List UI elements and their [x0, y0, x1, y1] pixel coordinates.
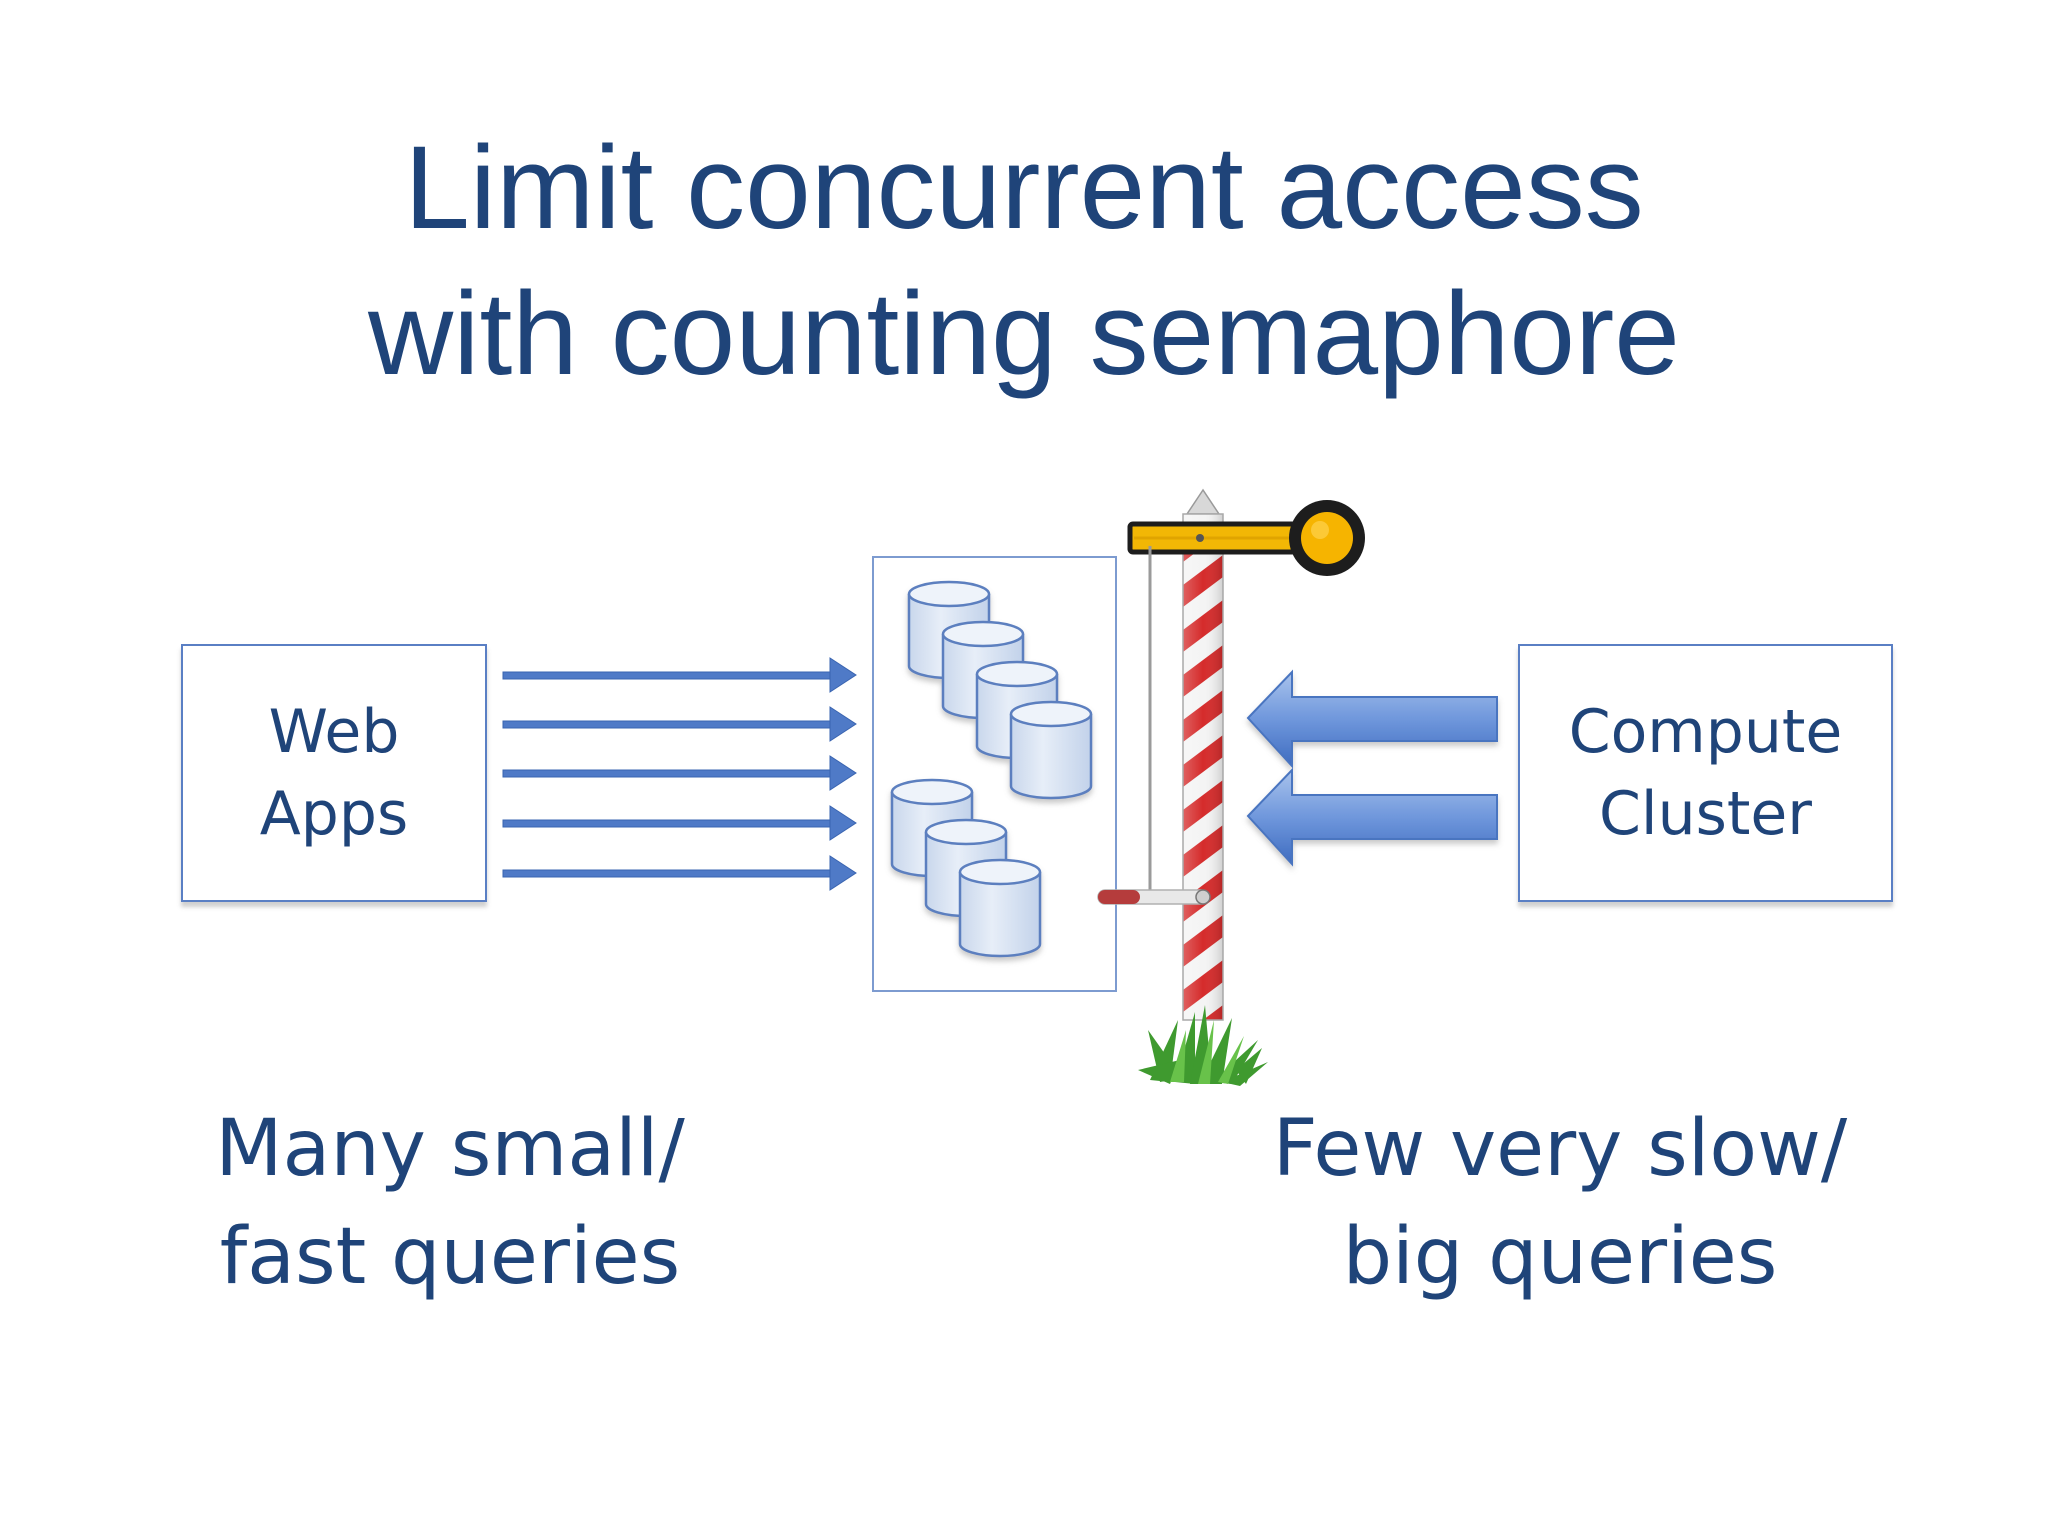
railway-semaphore-signal-icon [1097, 488, 1365, 1086]
database-cylinders [890, 580, 1093, 958]
slide-title: Limit concurrent access with counting se… [0, 115, 2048, 407]
title-line-2: with counting semaphore [368, 268, 1680, 400]
thin-arrows [502, 657, 857, 891]
thin-arrow [502, 855, 857, 891]
thin-arrow [502, 755, 857, 791]
web-apps-label-line-1: Web [268, 697, 400, 767]
thin-arrow [502, 805, 857, 841]
wide-arrow [1246, 669, 1498, 769]
wide-arrows [1246, 669, 1498, 867]
compute-cluster-label-line-2: Cluster [1599, 779, 1812, 849]
wide-arrow [1246, 767, 1498, 867]
title-line-1: Limit concurrent access [404, 122, 1644, 254]
web-apps-label-line-2: Apps [259, 779, 409, 849]
left-caption-line-1: Many small/ [215, 1104, 685, 1194]
thin-arrow [502, 706, 857, 742]
right-caption-line-2: big queries [1342, 1212, 1778, 1302]
database-cylinder-icon [958, 858, 1042, 958]
compute-cluster-box: Compute Cluster [1518, 644, 1893, 902]
left-caption: Many small/ fast queries [150, 1095, 750, 1311]
right-caption-line-1: Few very slow/ [1272, 1104, 1848, 1194]
database-cylinder-icon [1009, 700, 1093, 800]
right-caption: Few very slow/ big queries [1240, 1095, 1880, 1311]
left-caption-line-2: fast queries [219, 1212, 681, 1302]
thin-arrow [502, 657, 857, 693]
compute-cluster-label-line-1: Compute [1568, 697, 1843, 767]
web-apps-box: Web Apps [181, 644, 487, 902]
